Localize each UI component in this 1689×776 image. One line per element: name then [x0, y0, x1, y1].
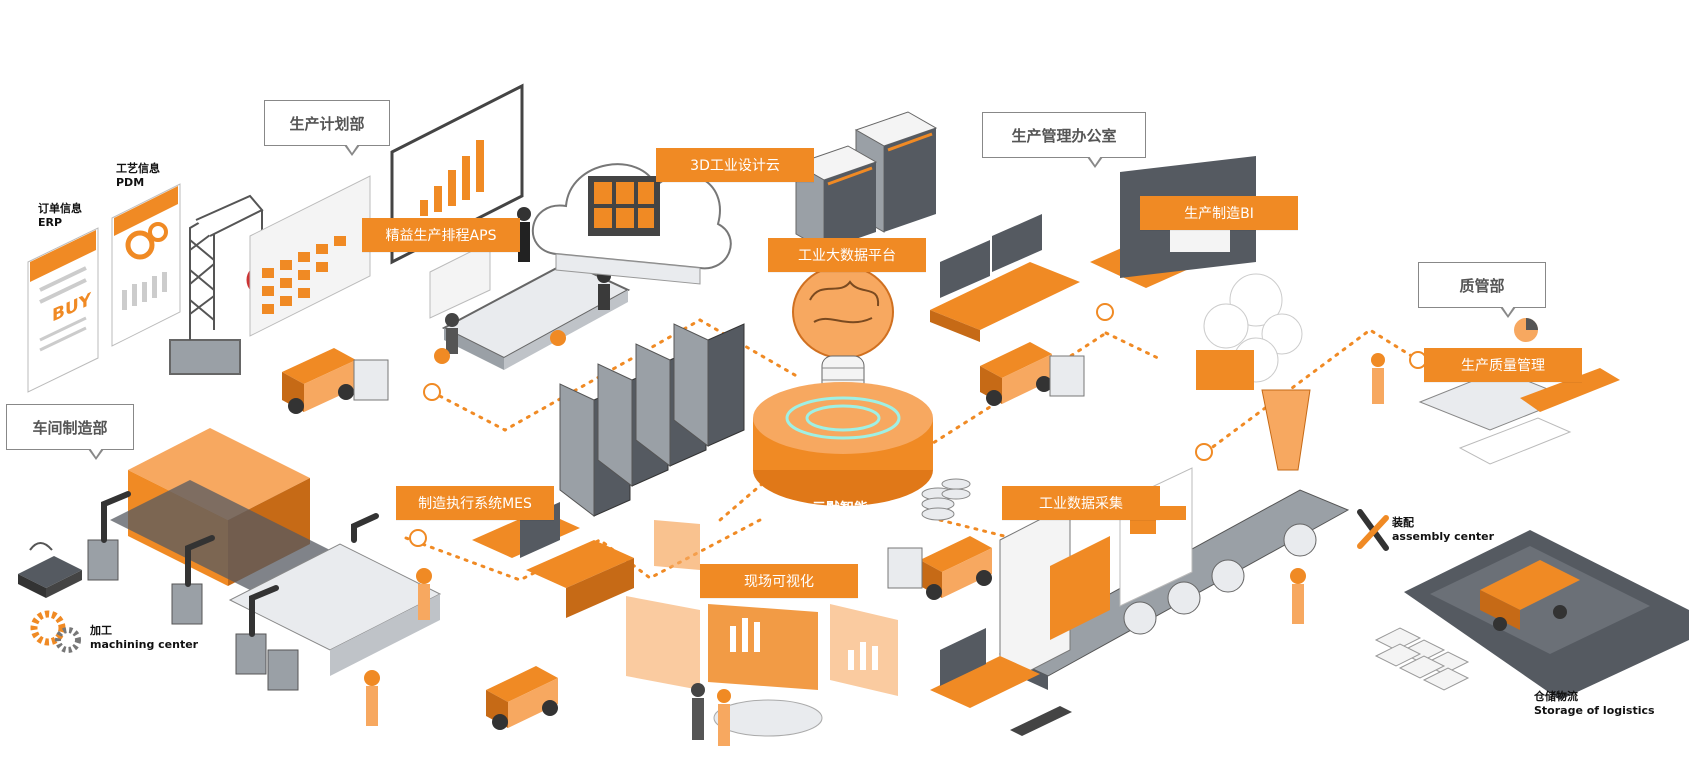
storage-caption: 仓储物流 Storage of logistics	[1534, 690, 1655, 718]
pdm-caption-cn: 工艺信息	[116, 162, 160, 175]
label-mes[interactable]: 制造执行系统MES	[396, 486, 554, 520]
label-big-data[interactable]: 工业大数据平台	[768, 238, 926, 272]
warehouse-icon	[1374, 530, 1689, 700]
erp-caption: 订单信息 ERP	[38, 202, 82, 230]
connector-nodes	[409, 303, 1427, 547]
cloud-monitor-icon	[531, 163, 732, 285]
aps-screen-wall	[249, 83, 524, 337]
label-3d-cloud[interactable]: 3D工业设计云	[656, 148, 814, 182]
forklift-icon	[282, 348, 389, 414]
tower-crane-icon	[169, 194, 278, 375]
erp-caption-en: ERP	[38, 216, 63, 229]
desk-monitor-bottom	[930, 628, 1072, 736]
label-data-collect[interactable]: 工业数据采集	[1002, 486, 1160, 520]
pdm-document-icon	[111, 183, 181, 347]
machining-caption-cn: 加工	[90, 624, 112, 637]
office-desks-right	[930, 156, 1256, 342]
forklift-icon	[486, 666, 558, 730]
pdm-caption: 工艺信息 PDM	[116, 162, 160, 190]
forklift-icon	[887, 536, 992, 600]
brain-bulb-icon	[792, 265, 894, 397]
server-rack-icon	[794, 111, 938, 251]
visualization-panels	[626, 520, 898, 746]
bubble-workshop: 车间制造部	[6, 404, 134, 460]
erp-caption-cn: 订单信息	[38, 202, 82, 215]
server-rack-cluster	[559, 323, 745, 518]
disk-stack-icon	[921, 478, 971, 521]
assembly-caption: 装配 assembly center	[1392, 516, 1494, 544]
machining-caption-en: machining center	[90, 638, 199, 651]
center-platform-label: 元默智能	[812, 501, 868, 517]
gear-icon	[30, 610, 81, 653]
center-pedestal	[753, 382, 933, 506]
bubble-planning: 生产计划部	[264, 100, 390, 156]
bubble-mgmt-office: 生产管理办公室	[982, 112, 1146, 168]
label-visualization[interactable]: 现场可视化	[700, 564, 858, 598]
pdm-caption-en: PDM	[116, 176, 145, 189]
storage-caption-en: Storage of logistics	[1534, 704, 1655, 717]
forklift-icon	[980, 342, 1085, 406]
smoke-chimney-icon	[1196, 273, 1311, 471]
bubble-quality-dept: 质管部	[1418, 262, 1546, 318]
machining-caption: 加工 machining center	[90, 624, 198, 652]
label-bi[interactable]: 生产制造BI	[1140, 196, 1298, 230]
storage-caption-cn: 仓储物流	[1534, 690, 1578, 703]
assembly-caption-cn: 装配	[1392, 516, 1414, 529]
quality-desk	[1371, 318, 1620, 465]
erp-document-icon	[27, 227, 99, 393]
meeting-table	[434, 207, 631, 370]
router-icon	[18, 542, 82, 598]
conveyor-icon	[998, 467, 1350, 690]
assembly-caption-en: assembly center	[1392, 530, 1495, 543]
label-aps[interactable]: 精益生产排程APS	[362, 218, 520, 252]
workshop-production-line	[87, 428, 442, 726]
label-quality-mgmt[interactable]: 生产质量管理	[1424, 348, 1582, 382]
wrench-icon	[1357, 509, 1389, 551]
